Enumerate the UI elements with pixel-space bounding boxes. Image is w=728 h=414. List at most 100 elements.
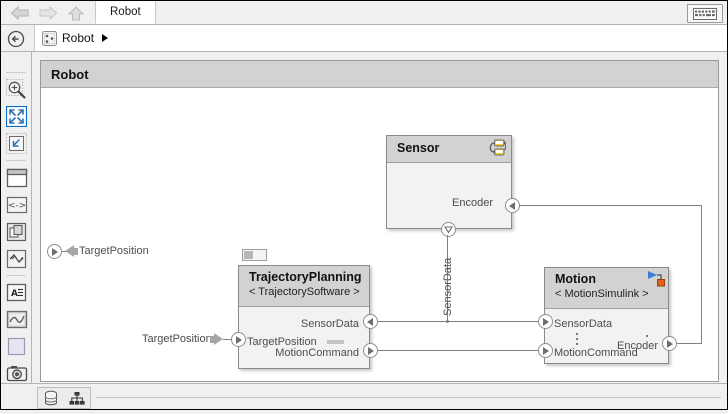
tool-component[interactable]	[1, 164, 32, 191]
toolstrip-divider	[6, 72, 26, 73]
system-body[interactable]: TargetPosition TargetPosition Sensor	[41, 88, 718, 380]
stateflow-chart-icon	[489, 139, 506, 156]
tool-variant[interactable]	[1, 218, 32, 245]
status-hierarchy-button[interactable]	[64, 389, 90, 407]
breadcrumb-back-button[interactable]	[6, 29, 26, 49]
wire-sensordata-horizontal[interactable]	[378, 321, 538, 322]
block-sensor[interactable]: Sensor Encoder	[386, 135, 512, 229]
block-motion-stereotype: < MotionSimulink >	[555, 288, 649, 300]
block-trajectory-input-targetposition-label: TargetPosition	[247, 336, 317, 348]
tool-adapter[interactable]	[1, 245, 32, 272]
component-block-icon	[6, 168, 27, 187]
wire-junction-sensordata	[446, 320, 449, 323]
adapter-block-icon	[6, 249, 27, 268]
block-trajectory-planning[interactable]: TrajectoryPlanning < TrajectorySoftware …	[238, 265, 370, 369]
keyboard-layout-button[interactable]	[687, 4, 723, 23]
block-motion-port-ellipsis	[576, 333, 578, 345]
block-motion-name: Motion	[555, 272, 596, 286]
toolstrip-divider	[6, 160, 26, 161]
navigation-buttons	[7, 3, 89, 23]
tool-camera[interactable]	[1, 360, 32, 387]
block-trajectory-output-sensordata-label: SensorData	[300, 318, 359, 330]
root-input-port-node[interactable]	[47, 244, 62, 259]
port-triangle-icon	[368, 347, 374, 355]
port-triangle-icon	[367, 318, 373, 326]
wire-label-sensordata: SensorData	[442, 257, 454, 316]
trajectory-input-tag-bar	[210, 336, 215, 343]
wire-encoder-vertical[interactable]	[701, 205, 702, 344]
up-button[interactable]	[63, 3, 89, 23]
block-sensor-output-label: Encoder	[452, 197, 493, 209]
left-toolstrip: <-> A	[1, 52, 32, 409]
breadcrumb-bar: Robot	[1, 25, 727, 52]
system-title: Robot	[51, 66, 89, 82]
trajectory-input-tag-arrow-icon	[214, 333, 223, 345]
reference-block-icon: <->	[6, 196, 27, 213]
block-motion[interactable]: Motion < MotionSimulink > SensorData Mot…	[544, 267, 669, 364]
forward-button[interactable]	[35, 3, 61, 23]
tool-select[interactable]	[1, 130, 32, 157]
wire-motioncommand[interactable]	[378, 350, 538, 351]
block-trajectory-port-targetposition[interactable]	[231, 332, 246, 347]
caret-right-icon[interactable]	[102, 34, 109, 42]
system-header: Robot	[41, 61, 718, 88]
block-motion-encoder-dot	[646, 335, 648, 337]
wire-targetposition-to-trajectory[interactable]	[223, 339, 235, 340]
port-triangle-down-icon	[443, 226, 454, 234]
block-sensor-body: Encoder	[387, 163, 511, 229]
block-motion-port-sensordata[interactable]	[538, 314, 553, 329]
status-bar-buttons	[37, 387, 91, 409]
arrow-right-icon	[39, 5, 58, 21]
tool-zoom[interactable]	[1, 76, 32, 103]
tool-reference[interactable]: <->	[1, 191, 32, 218]
keyboard-layout-icon	[693, 7, 717, 20]
canvas-area[interactable]: Robot TargetPosition TargetPosition	[32, 52, 727, 382]
port-triangle-icon	[509, 202, 515, 210]
root-input-tag-bar	[74, 248, 78, 255]
breadcrumb: Robot	[34, 25, 727, 51]
tool-area[interactable]	[1, 333, 32, 360]
block-sensor-port-sensordata[interactable]	[441, 222, 456, 237]
tool-requirement[interactable]: A	[1, 279, 32, 306]
hierarchy-icon	[69, 391, 85, 405]
block-motion-body: SensorData MotionCommand Encoder	[545, 309, 668, 363]
breadcrumb-label[interactable]: Robot	[62, 31, 95, 45]
block-motion-input-sensordata-label: SensorData	[554, 318, 613, 330]
back-circle-icon	[7, 30, 25, 48]
fit-to-view-icon	[6, 106, 27, 127]
toolstrip-divider	[6, 275, 26, 276]
wire-encoder-from-motion[interactable]	[677, 343, 702, 344]
system-box: Robot TargetPosition TargetPosition	[40, 60, 719, 382]
port-triangle-icon	[543, 318, 549, 326]
tool-signal[interactable]	[1, 306, 32, 333]
block-trajectory-port-sensordata[interactable]	[363, 314, 378, 329]
status-bar	[1, 383, 727, 409]
port-triangle-icon	[543, 347, 549, 355]
block-motion-port-encoder[interactable]	[662, 336, 677, 351]
requirement-icon: A	[6, 283, 27, 302]
signal-icon	[6, 310, 27, 329]
block-trajectory-port-motioncommand[interactable]	[363, 343, 378, 358]
block-trajectory-planning-body: SensorData TargetPosition MotionCommand	[239, 307, 369, 368]
arrow-up-icon	[67, 5, 85, 20]
simulink-model-icon	[648, 271, 665, 287]
model-block-icon[interactable]	[42, 30, 57, 46]
block-trajectory-planning-header: TrajectoryPlanning < TrajectorySoftware …	[239, 266, 369, 307]
port-triangle-icon	[52, 248, 58, 256]
variant-block-icon	[6, 222, 27, 241]
trajectory-planning-badge[interactable]	[242, 249, 267, 261]
wire-root-targetposition[interactable]	[62, 251, 66, 252]
tab-robot[interactable]: Robot	[95, 1, 156, 24]
arrow-left-icon	[10, 5, 29, 21]
wire-sensordata-vertical[interactable]	[447, 235, 448, 321]
block-motion-port-motioncommand[interactable]	[538, 343, 553, 358]
wire-encoder-to-sensor[interactable]	[520, 205, 702, 206]
tab-list: Robot	[95, 1, 156, 25]
data-dictionary-icon	[45, 390, 57, 406]
tool-fit-to-view[interactable]	[1, 103, 32, 130]
back-button[interactable]	[7, 3, 33, 23]
block-sensor-port-encoder[interactable]	[505, 198, 520, 213]
tab-bar: Robot	[1, 1, 727, 25]
block-trajectory-output-motioncommand-label: MotionCommand	[275, 347, 359, 359]
status-data-dictionary-button[interactable]	[38, 389, 64, 407]
